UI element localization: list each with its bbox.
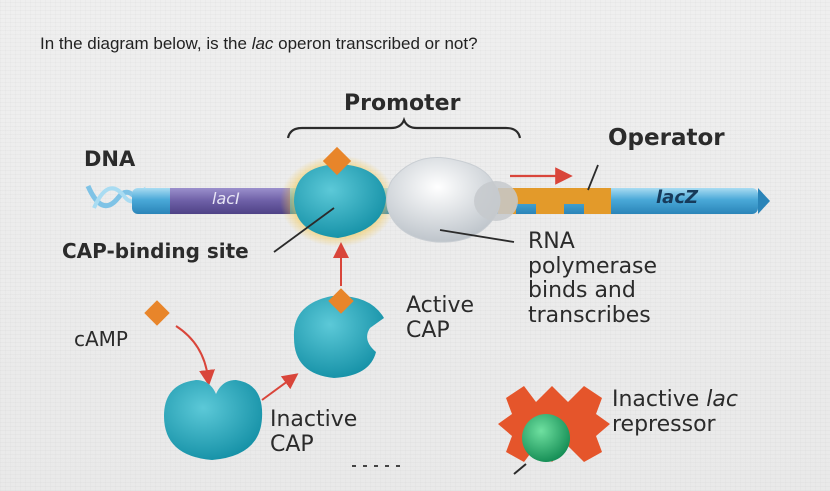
- lacz-label: lacZ: [656, 187, 699, 208]
- dna-end: [758, 188, 770, 214]
- laci-gene: [170, 188, 290, 214]
- camp-arrow: [175, 325, 216, 386]
- rna-pol-line4: transcribes: [528, 302, 651, 328]
- repressor-line1-prefix: Inactive: [612, 387, 707, 412]
- repressor-line2: repressor: [612, 411, 716, 437]
- rna-polymerase-lobe: [474, 181, 518, 221]
- question-prefix: In the diagram below, is the: [40, 34, 252, 53]
- operator-label: Operator: [608, 125, 725, 151]
- diagram-graphics: [85, 116, 770, 475]
- active-cap: [293, 295, 384, 378]
- free-camp: [144, 300, 170, 326]
- rna-pol-line3: binds and: [528, 278, 636, 304]
- polymerase-pointer: [439, 229, 515, 243]
- inactive-cap-label: Inactive CAP: [270, 407, 358, 457]
- repressor-tail: [513, 463, 527, 475]
- rna-pol-line2: polymerase: [528, 253, 658, 279]
- rna-pol-line1: RNA: [528, 229, 575, 254]
- repressor-line1-emph: lac: [706, 387, 738, 412]
- active-cap-line1: Active: [406, 293, 475, 318]
- dna-label: DNA: [84, 147, 136, 171]
- active-cap-label: Active CAP: [406, 293, 475, 343]
- question-emphasis: lac: [251, 34, 274, 53]
- active-cap-line2: CAP: [406, 317, 450, 343]
- question-suffix: operon transcribed or not?: [273, 34, 478, 53]
- lac-operon-diagram: Promoter Operator DNA lacI lacZ CAP-bind…: [36, 80, 808, 480]
- inactive-cap-line1: Inactive: [270, 407, 358, 432]
- repressor-inducer: [522, 414, 570, 462]
- active-cap-camp: [328, 288, 354, 314]
- question-text: In the diagram below, is the lac operon …: [40, 34, 478, 54]
- laci-label: lacI: [212, 189, 240, 208]
- cap-site-pointer: [273, 207, 335, 253]
- camp-label: cAMP: [74, 327, 128, 351]
- promoter-label: Promoter: [344, 91, 461, 116]
- rna-polymerase-label: RNA polymerase binds and transcribes: [528, 229, 658, 329]
- repressor-label: Inactive lac repressor: [612, 387, 738, 437]
- cap-binding-site-label: CAP-binding site: [62, 239, 249, 263]
- inactive-cap-line2: CAP: [270, 431, 314, 457]
- promoter-bracket: [286, 116, 522, 139]
- activation-arrow: [261, 373, 299, 401]
- operator-pointer: [587, 164, 599, 191]
- inactive-cap: [164, 380, 263, 460]
- operator-region: [498, 188, 611, 214]
- repressor-line1: Inactive lac: [612, 387, 738, 413]
